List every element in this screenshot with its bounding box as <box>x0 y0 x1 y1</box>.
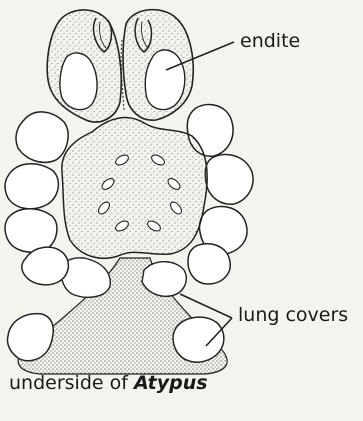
left-endite-lobe <box>60 53 97 110</box>
right-endite-lobe <box>145 50 185 110</box>
lung-cover-right-lower <box>173 317 224 362</box>
sternum <box>62 118 207 259</box>
endite-label: endite <box>240 30 300 52</box>
caption-prefix: underside of <box>9 372 128 394</box>
caption-genus: Atypus <box>134 372 208 394</box>
figure-caption: underside of Atypus <box>9 372 208 394</box>
left-coxae <box>5 112 68 285</box>
lung-covers-label: lung covers <box>238 304 348 326</box>
lung-cover-right-upper <box>142 262 186 297</box>
